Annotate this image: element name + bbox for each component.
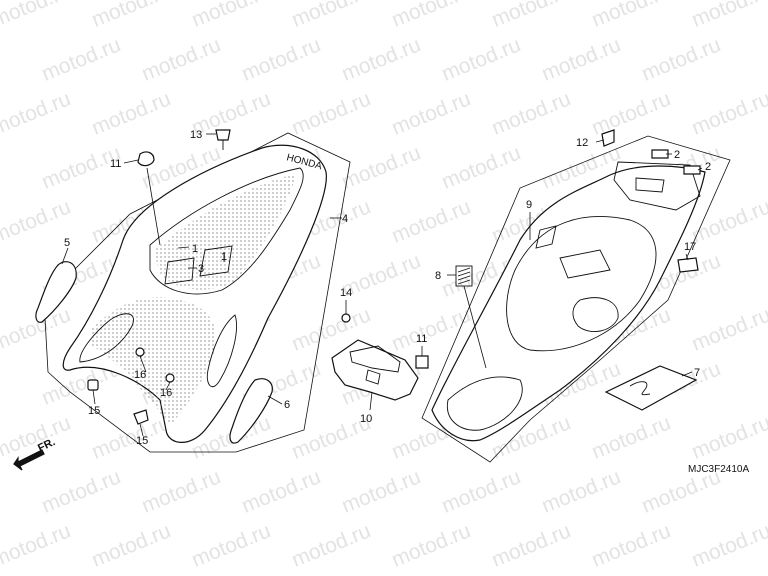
callout-6: 6 xyxy=(284,399,290,411)
callout-16-b: 16 xyxy=(160,387,172,399)
clip-12 xyxy=(601,129,615,147)
callout-1-lower: 1 xyxy=(221,251,227,263)
clip-11-mid xyxy=(415,355,429,369)
side-cover-part-5 xyxy=(35,261,77,323)
svg-text:FR.: FR. xyxy=(36,436,57,455)
bolt-13 xyxy=(215,129,231,150)
callout-10: 10 xyxy=(360,413,372,425)
rear-fender-part-9 xyxy=(431,161,706,442)
callout-1-upper: 1 xyxy=(192,243,198,255)
callout-17: 17 xyxy=(684,241,696,253)
left-assembly-boundary xyxy=(43,132,351,453)
callout-2-a: 2 xyxy=(674,149,680,161)
leader-lines xyxy=(61,133,703,437)
pad-part-2a xyxy=(651,149,669,159)
front-direction-arrow: FR. xyxy=(13,436,57,471)
pad-part-17 xyxy=(677,257,699,273)
right-assembly-boundary xyxy=(421,135,731,463)
bolt-14 xyxy=(341,313,351,323)
side-cover-part-6 xyxy=(229,378,273,444)
callout-16-a: 16 xyxy=(134,369,146,381)
label-part-7 xyxy=(604,365,698,411)
callout-4: 4 xyxy=(342,213,348,225)
callout-11-left: 11 xyxy=(110,158,121,170)
bracket-part-10 xyxy=(331,339,419,401)
screw-16a xyxy=(135,347,145,357)
callout-5: 5 xyxy=(64,237,70,249)
callout-9: 9 xyxy=(526,199,532,211)
screw-16b xyxy=(165,373,175,383)
callout-7: 7 xyxy=(694,367,700,379)
pad-part-2b xyxy=(683,165,701,175)
callout-11-mid: 11 xyxy=(416,333,427,345)
spring-part-8 xyxy=(455,265,473,287)
callout-15-a: 15 xyxy=(88,405,100,417)
grommet-15b xyxy=(133,409,149,425)
grommet-15a xyxy=(87,379,99,391)
callout-13: 13 xyxy=(190,129,202,141)
diagram-code: MJC3F2410A xyxy=(688,464,749,475)
callout-3: 3 xyxy=(198,263,204,275)
callout-2-b: 2 xyxy=(705,161,711,173)
clip-11-left xyxy=(137,151,155,167)
callout-14: 14 xyxy=(340,287,352,299)
callout-8: 8 xyxy=(435,270,441,282)
callout-labels: 13 11 1 3 1 4 5 6 16 16 15 15 14 10 11 8… xyxy=(64,129,711,447)
callout-12: 12 xyxy=(576,137,588,149)
callout-15-b: 15 xyxy=(136,435,148,447)
seat-cowl-part-4: HONDA xyxy=(62,144,327,443)
